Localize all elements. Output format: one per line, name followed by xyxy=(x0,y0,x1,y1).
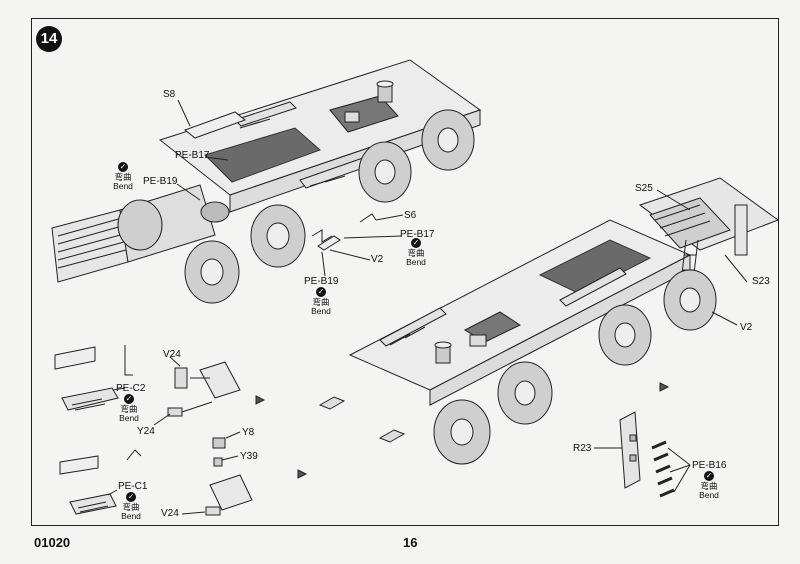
label-pe-c1: PE-C1 xyxy=(118,481,148,492)
label-y39: Y39 xyxy=(240,451,258,462)
upper-truck-wheels xyxy=(117,109,475,304)
upper-truck-chassis xyxy=(158,59,482,213)
footer-code: 01020 xyxy=(34,535,71,550)
part-v2 xyxy=(317,235,341,251)
footer-page-number: 16 xyxy=(403,535,418,550)
check-icon: ✓ xyxy=(118,162,128,172)
check-icon: ✓ xyxy=(411,238,421,248)
label-pe-b16: PE-B16 xyxy=(692,460,727,471)
label-pe-b17-top: PE-B17 xyxy=(175,150,210,161)
check-icon: ✓ xyxy=(704,471,714,481)
check-icon: ✓ xyxy=(316,287,326,297)
sub-assembly-v24-top xyxy=(153,356,241,426)
label-s25: S25 xyxy=(635,183,653,194)
label-pe-b19-bottom: PE-B19 xyxy=(304,276,339,287)
label-v24-bottom: V24 xyxy=(161,508,179,519)
label-v2-left: V2 xyxy=(371,254,384,265)
lower-truck-wheels xyxy=(433,269,717,465)
sub-assembly-pe-c1 xyxy=(59,449,142,515)
label-pe-c2: PE-C2 xyxy=(116,383,146,394)
label-s8: S8 xyxy=(163,89,176,100)
lower-truck-cab xyxy=(638,177,780,301)
label-s23: S23 xyxy=(752,276,770,287)
part-s8 xyxy=(183,111,247,139)
label-pe-b19-top: PE-B19 xyxy=(143,176,178,187)
sub-assembly-pe-c2 xyxy=(54,345,133,411)
label-s6: S6 xyxy=(404,210,417,221)
part-r23-assembly xyxy=(594,411,691,498)
label-r23: R23 xyxy=(573,443,592,454)
label-y24: Y24 xyxy=(137,426,155,437)
label-v24-top: V24 xyxy=(163,349,181,360)
sub-assembly-y8-y39 xyxy=(181,431,253,516)
label-y8: Y8 xyxy=(242,427,255,438)
part-s6 xyxy=(359,213,377,223)
check-icon: ✓ xyxy=(124,394,134,404)
part-peb17 xyxy=(311,229,333,243)
lower-truck-chassis xyxy=(348,219,692,406)
step-number-badge: 14 xyxy=(36,26,62,52)
page-frame xyxy=(31,18,779,526)
check-icon: ✓ xyxy=(126,492,136,502)
label-v2-right: V2 xyxy=(740,322,753,333)
label-pe-b17-mid: PE-B17 xyxy=(400,229,435,240)
